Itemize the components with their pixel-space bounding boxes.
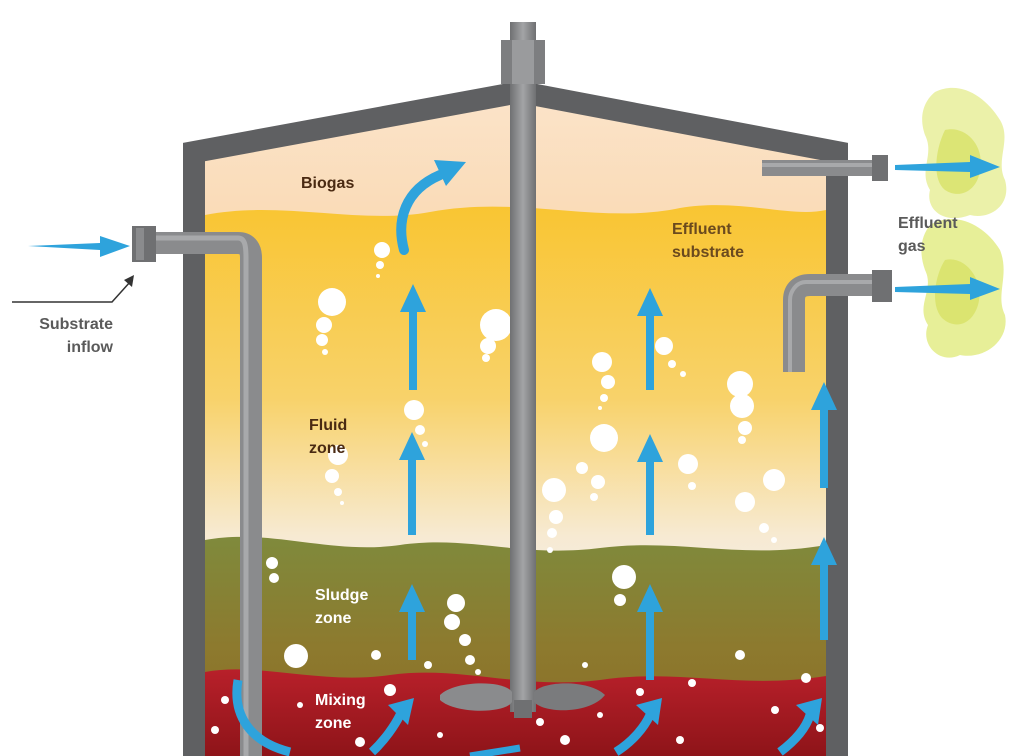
effluent-gas-label: Effluent gas <box>898 215 958 255</box>
effluent-substrate-pipe <box>783 270 892 372</box>
inflow-pointer <box>12 275 134 303</box>
fluid-zone-label: Fluid zone <box>309 417 348 457</box>
inflow-pipe <box>132 226 262 756</box>
gas-bubbles <box>211 242 824 747</box>
curved-flow-arrows <box>232 160 822 756</box>
mixing-zone-label: Mixing zone <box>315 692 366 732</box>
flow-arrows <box>28 155 1000 680</box>
biogas-label: Biogas <box>301 175 355 192</box>
effluent-substrate-label: Effluent substrate <box>672 221 745 261</box>
sludge-zone-label: Sludge zone <box>315 587 369 627</box>
effluent-gas-pipe <box>762 155 888 181</box>
agitator-shaft <box>440 22 605 718</box>
substrate-inflow-label: Substrate inflow <box>39 316 113 356</box>
